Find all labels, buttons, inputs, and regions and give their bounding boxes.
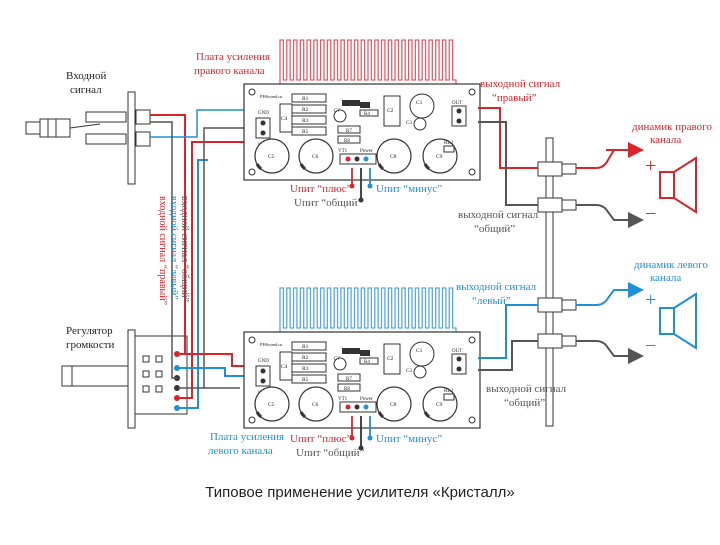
board-label: C4 (281, 116, 288, 122)
audio-jack-icon (25, 118, 101, 138)
output-common-top-label-2: “общий” (474, 223, 515, 235)
board-label: PHSound.ru (260, 94, 283, 99)
board-label: C4 (281, 364, 288, 370)
output-right-label-1: выходной сигнал (480, 78, 561, 90)
vertical-label-common: входной сигнал “общий” (179, 196, 190, 302)
board-label: OUT (452, 101, 462, 106)
heatsink-left (279, 287, 457, 332)
output-right-label-2: “правый” (492, 92, 537, 104)
figure-caption: Типовое применение усилителя «Кристалл» (205, 484, 515, 501)
board-label: C7 (334, 357, 340, 362)
output-common-bottom-label-2: “общий” (504, 397, 545, 409)
output-common-top-label-1: выходной сигнал (458, 209, 539, 221)
board-label: C1 (416, 348, 423, 354)
speaker-left-label-1: динамик левого (634, 259, 708, 271)
board-label: R2 (302, 355, 309, 361)
board-label: C5 (268, 402, 275, 408)
heatsink-right (279, 39, 457, 84)
output-left-label-1: выходной сигнал (456, 281, 537, 293)
board-label: C6 (312, 402, 319, 408)
left-board-label-1: Плата усиления (210, 431, 284, 443)
board-label: R1 (302, 96, 309, 102)
speaker-left-label-2: канала (650, 272, 681, 284)
output-common-bottom-label-1: выходной сигнал (486, 383, 567, 395)
right-board-label-2: правого канала (194, 65, 265, 77)
vertical-label-left: входной сигнал “левый” (168, 196, 179, 300)
board-label: Power (360, 149, 373, 154)
board-label: VT1 (338, 149, 348, 154)
board-label: R8 (344, 139, 350, 144)
board-label: GND (258, 359, 269, 364)
supply-minus-top: Uпит “минус” (376, 183, 442, 195)
volume-regulator (61, 329, 188, 429)
board-label: PHSound.ru (260, 342, 283, 347)
board-label: C2 (387, 108, 394, 114)
supply-common-bottom: Uпит “общий” (296, 447, 364, 459)
vertical-label-right: входной сигнал “правый” (157, 196, 168, 305)
output-left-label-2: “левый” (472, 295, 511, 307)
output-wiring (478, 107, 644, 371)
board-label: Power (360, 397, 373, 402)
supply-plus-bottom: Uпит “плюс” (290, 433, 352, 445)
board-label: C3 (406, 121, 412, 126)
minus-sign-left: − (645, 335, 656, 357)
board-label: R2 (302, 107, 309, 113)
board-label: R4 (364, 112, 370, 117)
minus-sign-right: − (645, 203, 656, 225)
board-label: R7 (346, 377, 352, 382)
plus-sign-right: + (645, 155, 656, 177)
input-panel (25, 91, 151, 185)
plus-sign-left: + (645, 289, 656, 311)
supply-minus-bottom: Uпит “минус” (376, 433, 442, 445)
volume-label-1: Регулятор (66, 325, 113, 337)
board-label: C1 (416, 100, 423, 106)
board-label: C9 (436, 154, 443, 160)
input-signal-label-1: Входной (66, 70, 106, 82)
supply-plus-top: Uпит “плюс” (290, 183, 352, 195)
board-label: C9 (436, 402, 443, 408)
volume-label-2: громкости (66, 339, 115, 351)
board-label: R5 (302, 377, 309, 383)
board-label: C5 (268, 154, 275, 160)
board-label: R8 (344, 387, 350, 392)
board-label: R1 (302, 344, 309, 350)
board-label: HL2 (444, 141, 454, 146)
board-label: C7 (334, 109, 340, 114)
speaker-right-icon (659, 156, 697, 214)
board-label: R3 (302, 118, 309, 124)
right-board-label-1: Плата усиления (196, 51, 270, 63)
rca-socket-icon (85, 109, 151, 147)
input-signal-label-2: сигнал (70, 84, 102, 96)
board-label: R4 (364, 360, 370, 365)
speaker-right-label-1: динамик правого (632, 121, 712, 133)
board-label: C6 (312, 154, 319, 160)
board-label: GND (258, 111, 269, 116)
board-label: C2 (387, 356, 394, 362)
amplifier-board-right: PHSound.ruR1R2R3R5C4C7R4R7R8C2C1C3GNDINO… (243, 83, 481, 181)
vertical-labels: входной сигнал “правый” входной сигнал “… (157, 196, 190, 305)
supply-common-top: Uпит “общий” (294, 197, 362, 209)
board-label: C3 (406, 369, 412, 374)
board-label: R7 (346, 129, 352, 134)
power-wiring (349, 168, 373, 451)
board-label: OUT (452, 349, 462, 354)
amplifier-board-left: PHSound.ruR1R2R3R5C4C7R4R7R8C2C1C3GNDINO… (243, 331, 481, 429)
left-board-label-2: левого канала (208, 445, 273, 457)
board-label: C8 (390, 402, 397, 408)
board-label: C8 (390, 154, 397, 160)
speaker-left-icon (659, 292, 697, 350)
board-label: R5 (302, 129, 309, 135)
board-label: HL2 (444, 389, 454, 394)
board-label: R3 (302, 366, 309, 372)
board-label: VT1 (338, 397, 348, 402)
speaker-right-label-2: канала (650, 134, 681, 146)
